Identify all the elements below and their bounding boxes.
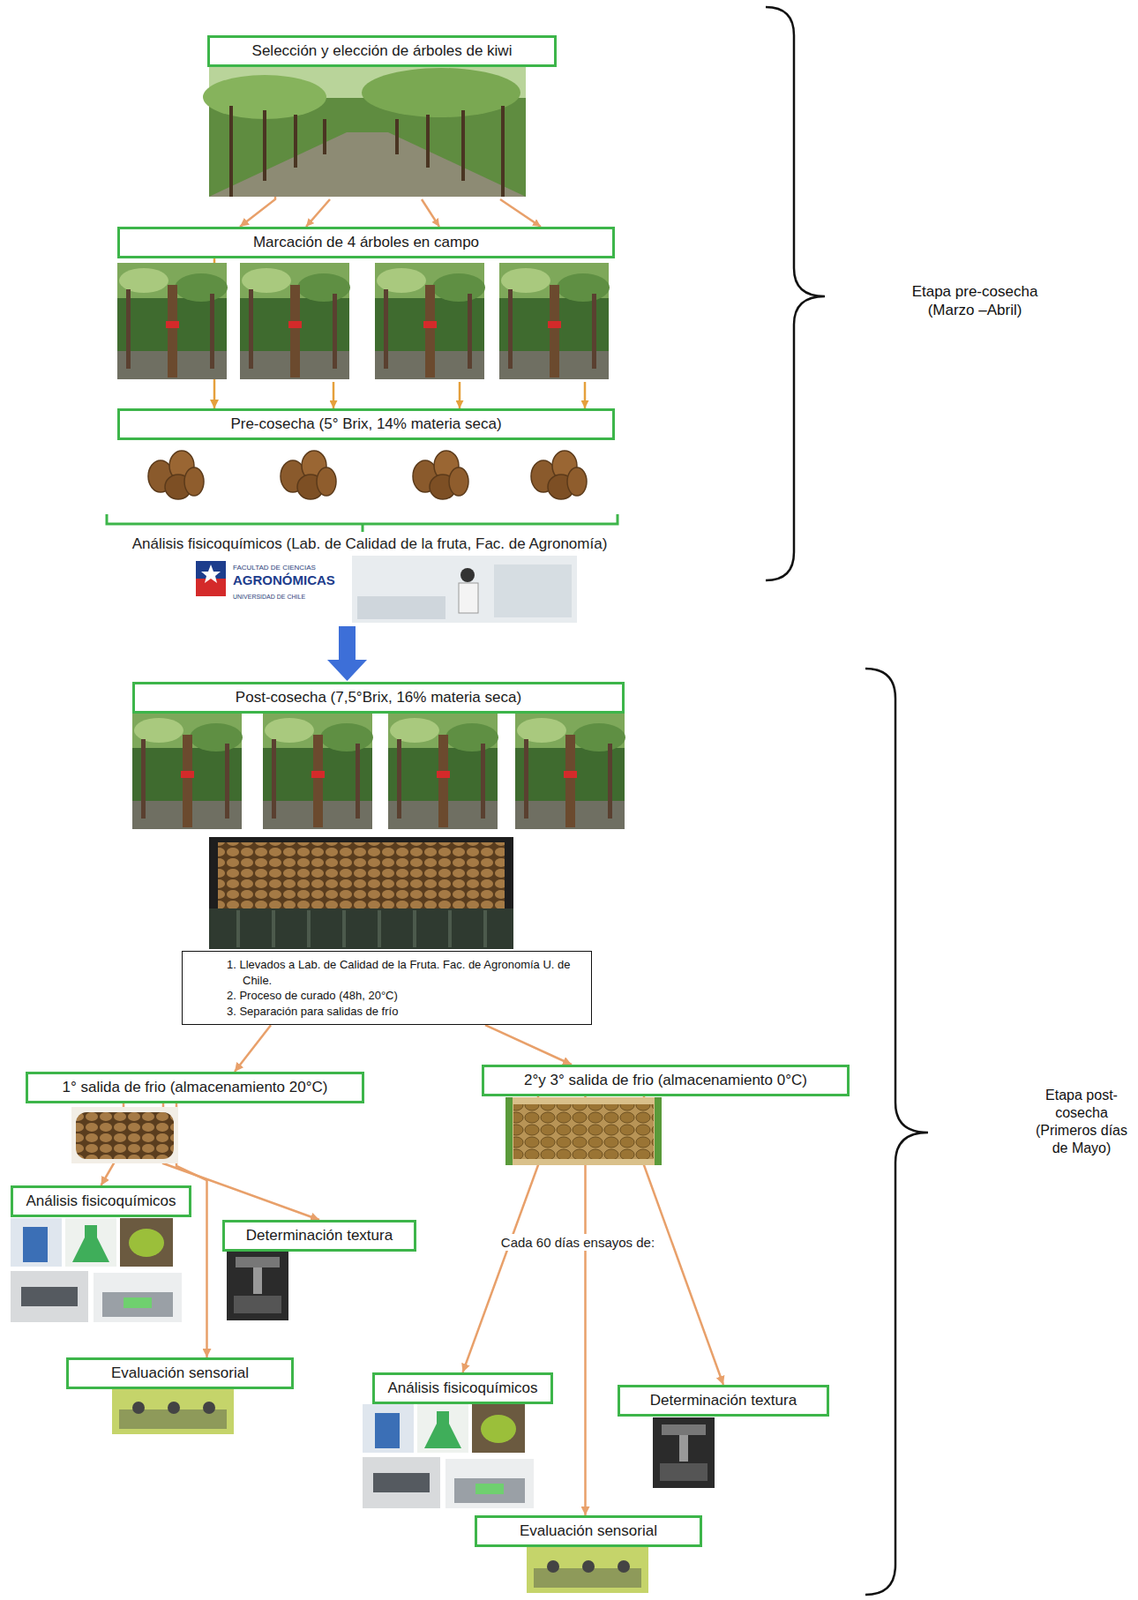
- tree-photo: [499, 262, 610, 380]
- edge-note: Cada 60 días ensayos de:: [496, 1234, 659, 1251]
- stage-arrow: [327, 626, 367, 682]
- box-text: 3. Separación para salidas de frío: [191, 1003, 583, 1020]
- orchard-leaves: [361, 67, 521, 118]
- harvested-kiwis: [217, 842, 505, 909]
- stage-label-holder: Etapa pre-cosecha (Marzo –Abril): [904, 282, 1046, 321]
- stage-brace: [765, 7, 825, 581]
- process-box: Evaluación sensorial: [66, 1357, 294, 1390]
- logo-text: FACULTAD DE CIENCIAS: [232, 563, 316, 572]
- logo-text-holder: UNIVERSIDAD DE CHILE: [232, 593, 306, 602]
- logo-text: UNIVERSIDAD DE CHILE: [232, 593, 306, 600]
- stage-label: Etapa post-cosecha (Primeros días de May…: [1035, 1087, 1128, 1156]
- box-text: 2. Proceso de curado (48h, 20°C): [191, 988, 583, 1004]
- logo-text-holder: FACULTAD DE CIENCIAS: [232, 563, 316, 573]
- logo-ground: [192, 555, 352, 623]
- orchard-path: [209, 132, 526, 197]
- tree-photo: [374, 262, 486, 380]
- lab-person: [458, 583, 479, 614]
- kiwi-sample: [412, 450, 469, 500]
- process-box: Post-cosecha (7,5°Brix, 16% materia seca…: [132, 681, 625, 714]
- logo-text-holder: AGRONÓMICAS: [232, 572, 336, 590]
- group-bracket: [106, 514, 618, 532]
- tree-photo: [388, 712, 499, 830]
- process-box: 1° salida de frio (almacenamiento 20°C): [25, 1071, 365, 1104]
- note-text: Análisis fisicoquímicos (Lab. de Calidad…: [132, 535, 608, 553]
- stage-label-holder: Etapa post-cosecha (Primeros días de May…: [1029, 1086, 1134, 1158]
- box-text: Evaluación sensorial: [487, 1521, 689, 1542]
- box-text: 1. Llevados a Lab. de Calidad de la Frut…: [191, 957, 583, 989]
- note-text-holder: Análisis fisicoquímicos (Lab. de Calidad…: [132, 534, 608, 554]
- lab-bench: [357, 596, 446, 620]
- lab-person: [460, 568, 475, 583]
- box-text: Marcación de 4 árboles en campo: [130, 232, 602, 253]
- process-box: Marcación de 4 árboles en campo: [117, 226, 615, 259]
- tree-photo: [262, 712, 374, 830]
- box-strip: [505, 1097, 513, 1166]
- tree-photo: [515, 712, 626, 830]
- process-box: Determinación textura: [222, 1220, 417, 1252]
- flow-arrow: [458, 381, 462, 409]
- note-box: 1. Llevados a Lab. de Calidad de la Frut…: [181, 950, 592, 1026]
- logo-emblem: [195, 578, 226, 597]
- process-box: Selección y elección de árboles de kiwi: [207, 35, 557, 68]
- texture-press: [652, 1417, 715, 1489]
- kiwi-sample: [148, 450, 204, 500]
- kiwi-sample: [531, 450, 587, 500]
- sensory-photo: [112, 1388, 234, 1435]
- process-box: Análisis fisicoquímicos: [372, 1372, 554, 1405]
- flow-arrow: [485, 1025, 572, 1065]
- logo-text: AGRONÓMICAS: [232, 572, 336, 588]
- instrument-photos: [10, 1218, 182, 1323]
- process-box: Análisis fisicoquímicos: [10, 1185, 192, 1218]
- edge-note-holder: Cada 60 días ensayos de:: [496, 1235, 659, 1252]
- flow-arrow: [583, 381, 587, 409]
- tree-photo: [239, 262, 351, 380]
- box-text: Determinación textura: [630, 1391, 817, 1411]
- flow-arrow: [421, 199, 440, 227]
- flow-arrow: [332, 381, 336, 409]
- box-text: Análisis fisicoquímicos: [385, 1378, 540, 1399]
- flow-arrow: [306, 199, 330, 227]
- flow-arrow: [500, 199, 541, 227]
- lab-equipment: [494, 564, 572, 618]
- process-box: Evaluación sensorial: [474, 1515, 703, 1548]
- box-text: Post-cosecha (7,5°Brix, 16% materia seca…: [145, 688, 612, 708]
- crate-photo: [209, 837, 514, 950]
- box-text: 1° salida de frio (almacenamiento 20°C): [38, 1078, 352, 1098]
- instrument-photos: [362, 1404, 534, 1509]
- stage-label: Etapa pre-cosecha (Marzo –Abril): [912, 283, 1039, 319]
- kiwi-sample: [280, 450, 337, 500]
- box-strip: [654, 1097, 662, 1166]
- process-box: 2°y 3° salida de frio (almacenamiento 0°…: [481, 1064, 850, 1097]
- box-text: Selección y elección de árboles de kiwi: [220, 41, 544, 61]
- process-box: Determinación textura: [617, 1385, 830, 1417]
- tree-photo: [132, 712, 243, 830]
- kiwi-photo: [71, 1107, 179, 1164]
- box-text: Análisis fisicoquímicos: [23, 1191, 179, 1212]
- logo-emblem: [195, 561, 226, 597]
- sensory-photo: [526, 1547, 649, 1594]
- lab-photo: [351, 555, 577, 623]
- flow-arrow: [234, 1025, 271, 1072]
- box-text: Evaluación sensorial: [79, 1363, 281, 1384]
- crate-front: [209, 908, 514, 950]
- box-text: 2°y 3° salida de frio (almacenamiento 0°…: [494, 1070, 837, 1091]
- orchard-trunks: [231, 105, 503, 197]
- kiwi-tray: [513, 1104, 654, 1160]
- crate-slats: [238, 910, 486, 948]
- logo-star: [201, 564, 221, 584]
- texture-press: [226, 1250, 289, 1321]
- box-text: Determinación textura: [235, 1226, 404, 1246]
- stage-brace: [865, 668, 929, 1595]
- kiwi-box-photo: [505, 1097, 662, 1166]
- process-box: Pre-cosecha (5° Brix, 14% materia seca): [117, 408, 615, 441]
- tree-photo: [117, 262, 228, 380]
- kiwi-tray: [75, 1112, 174, 1160]
- box-text: Pre-cosecha (5° Brix, 14% materia seca): [130, 414, 602, 435]
